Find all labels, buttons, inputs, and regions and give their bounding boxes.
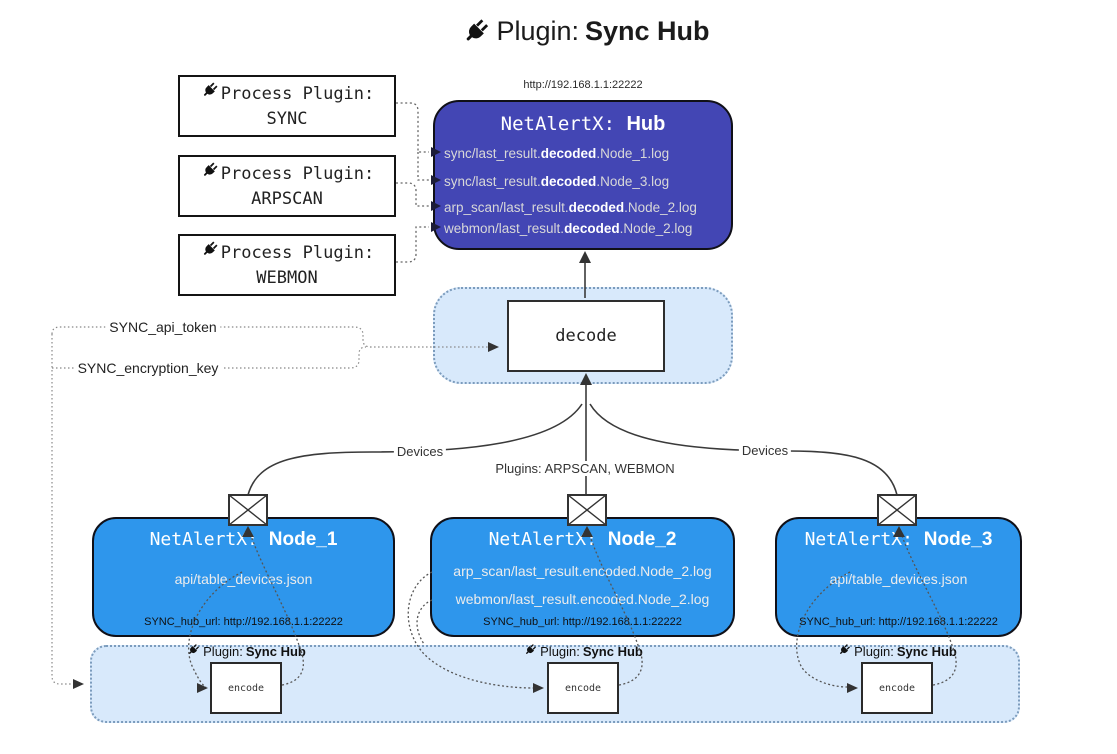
process-plugin-name: ARPSCAN <box>251 189 323 209</box>
plug-icon <box>837 643 851 660</box>
process-plugin-label: Process Plugin: <box>220 84 375 104</box>
node-file: webmon/last_result.encoded.Node_2.log <box>455 591 710 607</box>
process-plugin-label: Process Plugin: <box>220 164 375 184</box>
page-title-prefix: Plugin: <box>496 16 580 46</box>
process-plugin-label: Process Plugin: <box>220 243 375 263</box>
envelope-icon <box>228 494 268 526</box>
node-title: NetAlertX: Node_2 <box>488 529 677 550</box>
encode-band-label: Plugin: Sync Hub <box>186 643 306 660</box>
plug-icon <box>523 643 537 660</box>
hub-log-entry: sync/last_result.decoded.Node_1.log <box>444 146 670 161</box>
encode-box: encode <box>861 662 933 714</box>
sync-api-token-label: SYNC_api_token <box>105 319 221 335</box>
encode-band-label: Plugin: Sync Hub <box>523 643 643 660</box>
node-hub-url: SYNC_hub_url: http://192.168.1.1:22222 <box>144 616 343 628</box>
hub-box: NetAlertX: Hub sync/last_result.decoded.… <box>433 100 733 250</box>
node-hub-url: SYNC_hub_url: http://192.168.1.1:22222 <box>799 616 998 628</box>
process-plugin-box-sync: Process Plugin: SYNC <box>178 75 396 137</box>
node-file: api/table_devices.json <box>829 571 968 587</box>
envelope-icon <box>877 494 917 526</box>
hub-title: NetAlertX: Hub <box>500 113 666 135</box>
process-plugin-box-arpscan: Process Plugin: ARPSCAN <box>178 155 396 217</box>
node-title: NetAlertX: Node_1 <box>149 529 338 550</box>
plug-icon <box>460 17 490 47</box>
plug-icon <box>200 81 219 107</box>
node-file: arp_scan/last_result.encoded.Node_2.log <box>453 563 712 579</box>
envelope-icon <box>567 494 607 526</box>
devices-label-right: Devices <box>738 443 792 458</box>
plug-icon <box>186 643 200 660</box>
encode-box: encode <box>547 662 619 714</box>
plug-icon <box>200 240 219 266</box>
node-box-node3: NetAlertX: Node_3 api/table_devices.json… <box>775 517 1022 637</box>
node-box-node1: NetAlertX: Node_1 api/table_devices.json… <box>92 517 395 637</box>
process-plugin-box-webmon: Process Plugin: WEBMON <box>178 234 396 296</box>
devices-label-left: Devices <box>393 444 447 459</box>
encode-band-label: Plugin: Sync Hub <box>837 643 957 660</box>
page-title-name: Sync Hub <box>585 16 710 46</box>
plugins-label-center: Plugins: ARPSCAN, WEBMON <box>492 461 678 476</box>
plug-icon <box>200 161 219 187</box>
node-box-node2: NetAlertX: Node_2 arp_scan/last_result.e… <box>430 517 735 637</box>
hub-url: http://192.168.1.1:22222 <box>523 79 643 91</box>
hub-log-entry: sync/last_result.decoded.Node_3.log <box>444 174 670 189</box>
process-plugin-name: SYNC <box>266 109 308 129</box>
decode-box: decode <box>507 300 665 372</box>
sync-encryption-key-label: SYNC_encryption_key <box>73 360 223 376</box>
hub-log-entry: arp_scan/last_result.decoded.Node_2.log <box>444 200 697 215</box>
hub-log-entry: webmon/last_result.decoded.Node_2.log <box>444 221 693 236</box>
page-title: Plugin: Sync Hub <box>460 16 710 47</box>
node-hub-url: SYNC_hub_url: http://192.168.1.1:22222 <box>483 616 682 628</box>
encode-box: encode <box>210 662 282 714</box>
process-plugin-name: WEBMON <box>256 268 318 288</box>
node-title: NetAlertX: Node_3 <box>804 529 993 550</box>
node-file: api/table_devices.json <box>174 571 313 587</box>
